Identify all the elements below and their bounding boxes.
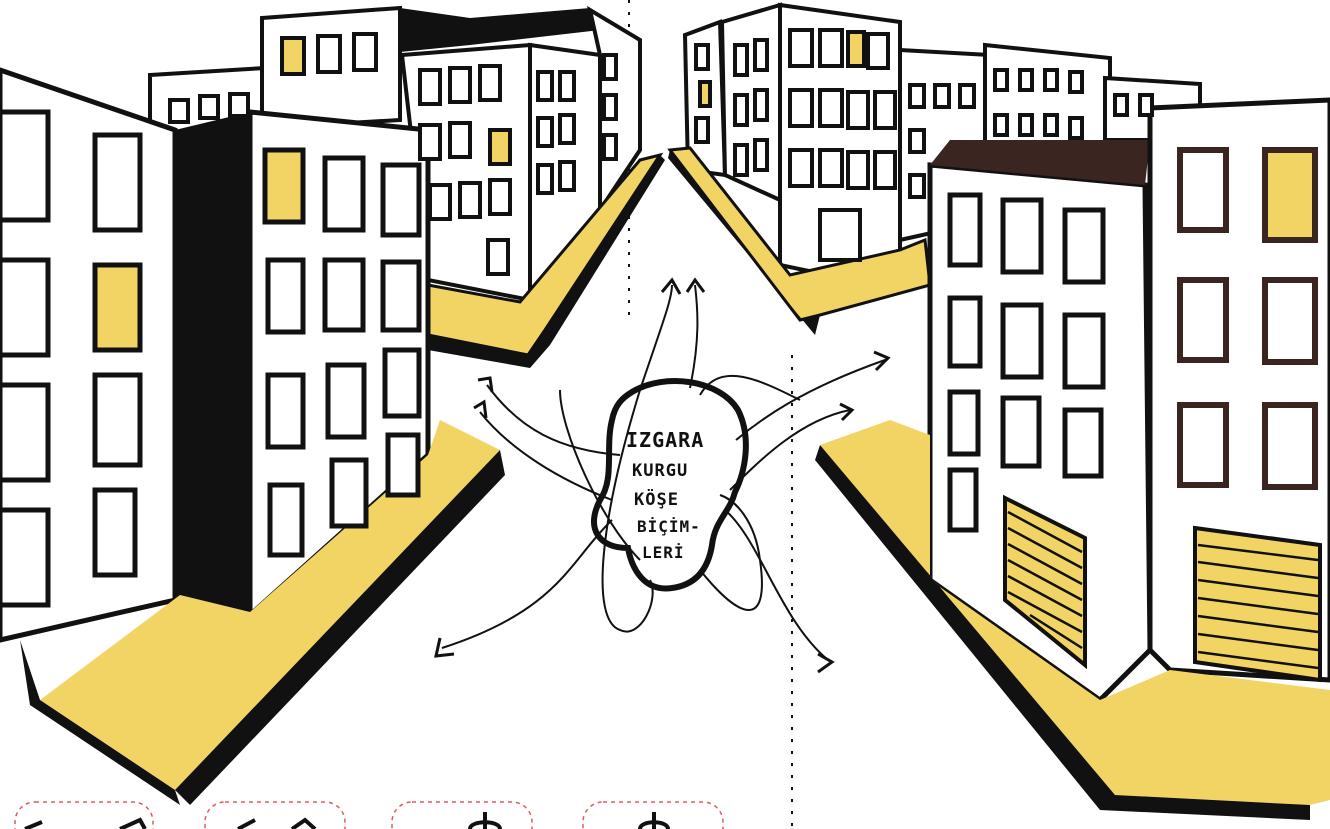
bubble-line-2: KURGU bbox=[632, 461, 688, 481]
bottom-frames bbox=[15, 802, 723, 829]
shop-shutter-right bbox=[1195, 528, 1320, 680]
bubble-line-3: KÖŞE bbox=[634, 488, 679, 510]
bubble-line-1: IZGARA bbox=[626, 428, 704, 452]
thought-bubble: IZGARA KURGU KÖŞE BİÇİM- LERİ bbox=[594, 381, 746, 588]
right-front-yellow-windows bbox=[1265, 150, 1315, 240]
bubble-line-5: LERİ bbox=[642, 543, 685, 562]
bottom-symbol-icon bbox=[25, 812, 668, 829]
bubble-line-4: BİÇİM- bbox=[637, 517, 701, 536]
